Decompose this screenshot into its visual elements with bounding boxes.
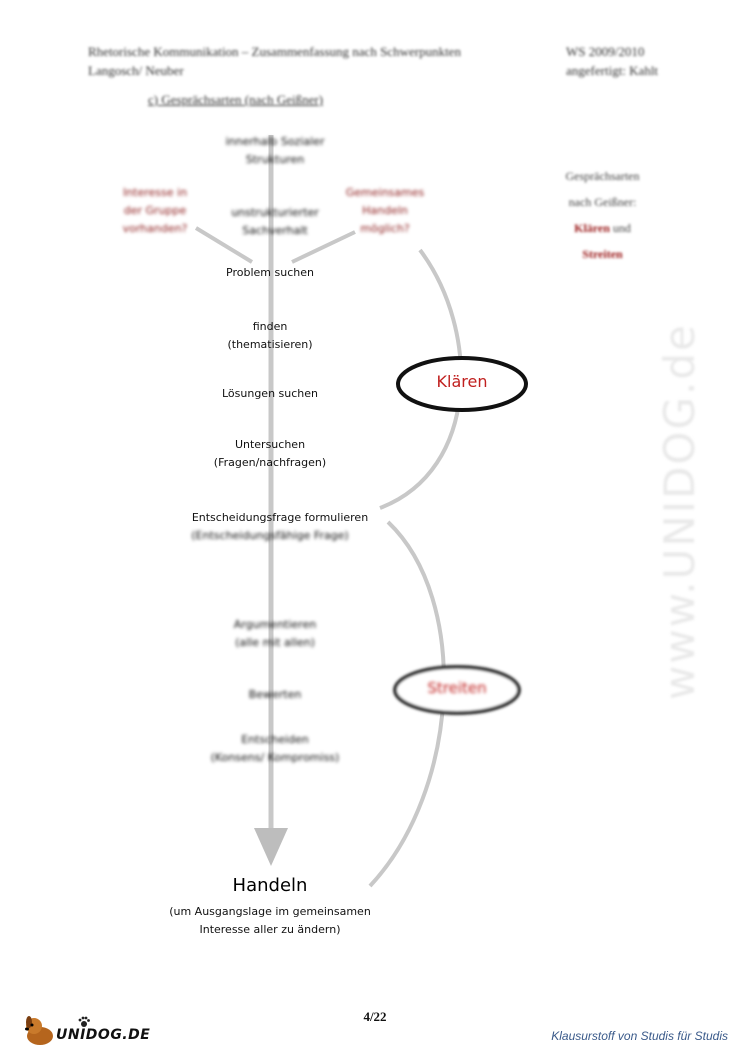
logo-text: UNIDOG.DE: [56, 1027, 151, 1043]
right-converge-line: [291, 230, 356, 264]
label-klaeren: Klären: [436, 372, 488, 391]
header-right-line2: angefertigt: Kahlt: [566, 63, 659, 78]
streiten-ellipse: [393, 665, 521, 715]
node-problem-suchen: Problem suchen: [226, 266, 314, 279]
section-heading: c) Gesprächsarten (nach Geißner): [148, 92, 324, 107]
unidog-logo: UNIDOG.DE: [22, 1014, 152, 1048]
dog-icon: [25, 1016, 53, 1045]
node-finden: finden (thematisieren): [227, 320, 313, 351]
header-left-line2: Langosch/ Neuber: [88, 63, 184, 78]
left-converge-line: [194, 226, 254, 264]
header-left-line1: Rhetorische Kommunikation – Zusammenfass…: [88, 44, 461, 59]
node-innerhalb-sozialer-strukturen: innerhalb Sozialer Strukturen: [225, 135, 325, 166]
header-right-line1: WS 2009/2010: [566, 44, 645, 59]
klaeren-ellipse: [396, 356, 528, 412]
label-streiten: Streiten: [427, 679, 487, 697]
node-untersuchen: Untersuchen (Fragen/nachfragen): [213, 438, 327, 469]
node-entscheidungsfrage: Entscheidungsfrage formulieren: [191, 511, 369, 524]
node-handeln: Handeln: [232, 875, 308, 896]
sidebar-note: Gesprächsarten nach Geißner: Klären und …: [565, 169, 640, 261]
main-arrow-head: [254, 828, 288, 866]
node-loesungen-suchen: Lösungen suchen: [221, 387, 319, 400]
paw-icon: [78, 1016, 90, 1027]
node-argumentieren: Argumentieren (alle mit allen): [233, 618, 317, 649]
node-handeln-sub: (um Ausgangslage im gemeinsamen Interess…: [169, 905, 371, 936]
footer-tagline: Klausurstoff von Studis für Studis: [551, 1029, 728, 1043]
node-unstrukturierter-sachverhalt: unstrukturierter Sachverhalt: [231, 206, 319, 237]
page-number: 4/22: [363, 1009, 387, 1024]
node-entscheidungsfaehige-frage: (Entscheidungsfähige Frage): [191, 529, 349, 542]
node-entscheiden: Entscheiden (Konsens/ Kompromiss): [210, 733, 340, 764]
node-bewerten: Bewerten: [248, 688, 302, 701]
question-gemeinsames-handeln: Gemeinsames Handeln möglich?: [345, 186, 425, 235]
question-interesse-gruppe: Interesse in der Gruppe vorhanden?: [122, 186, 188, 235]
